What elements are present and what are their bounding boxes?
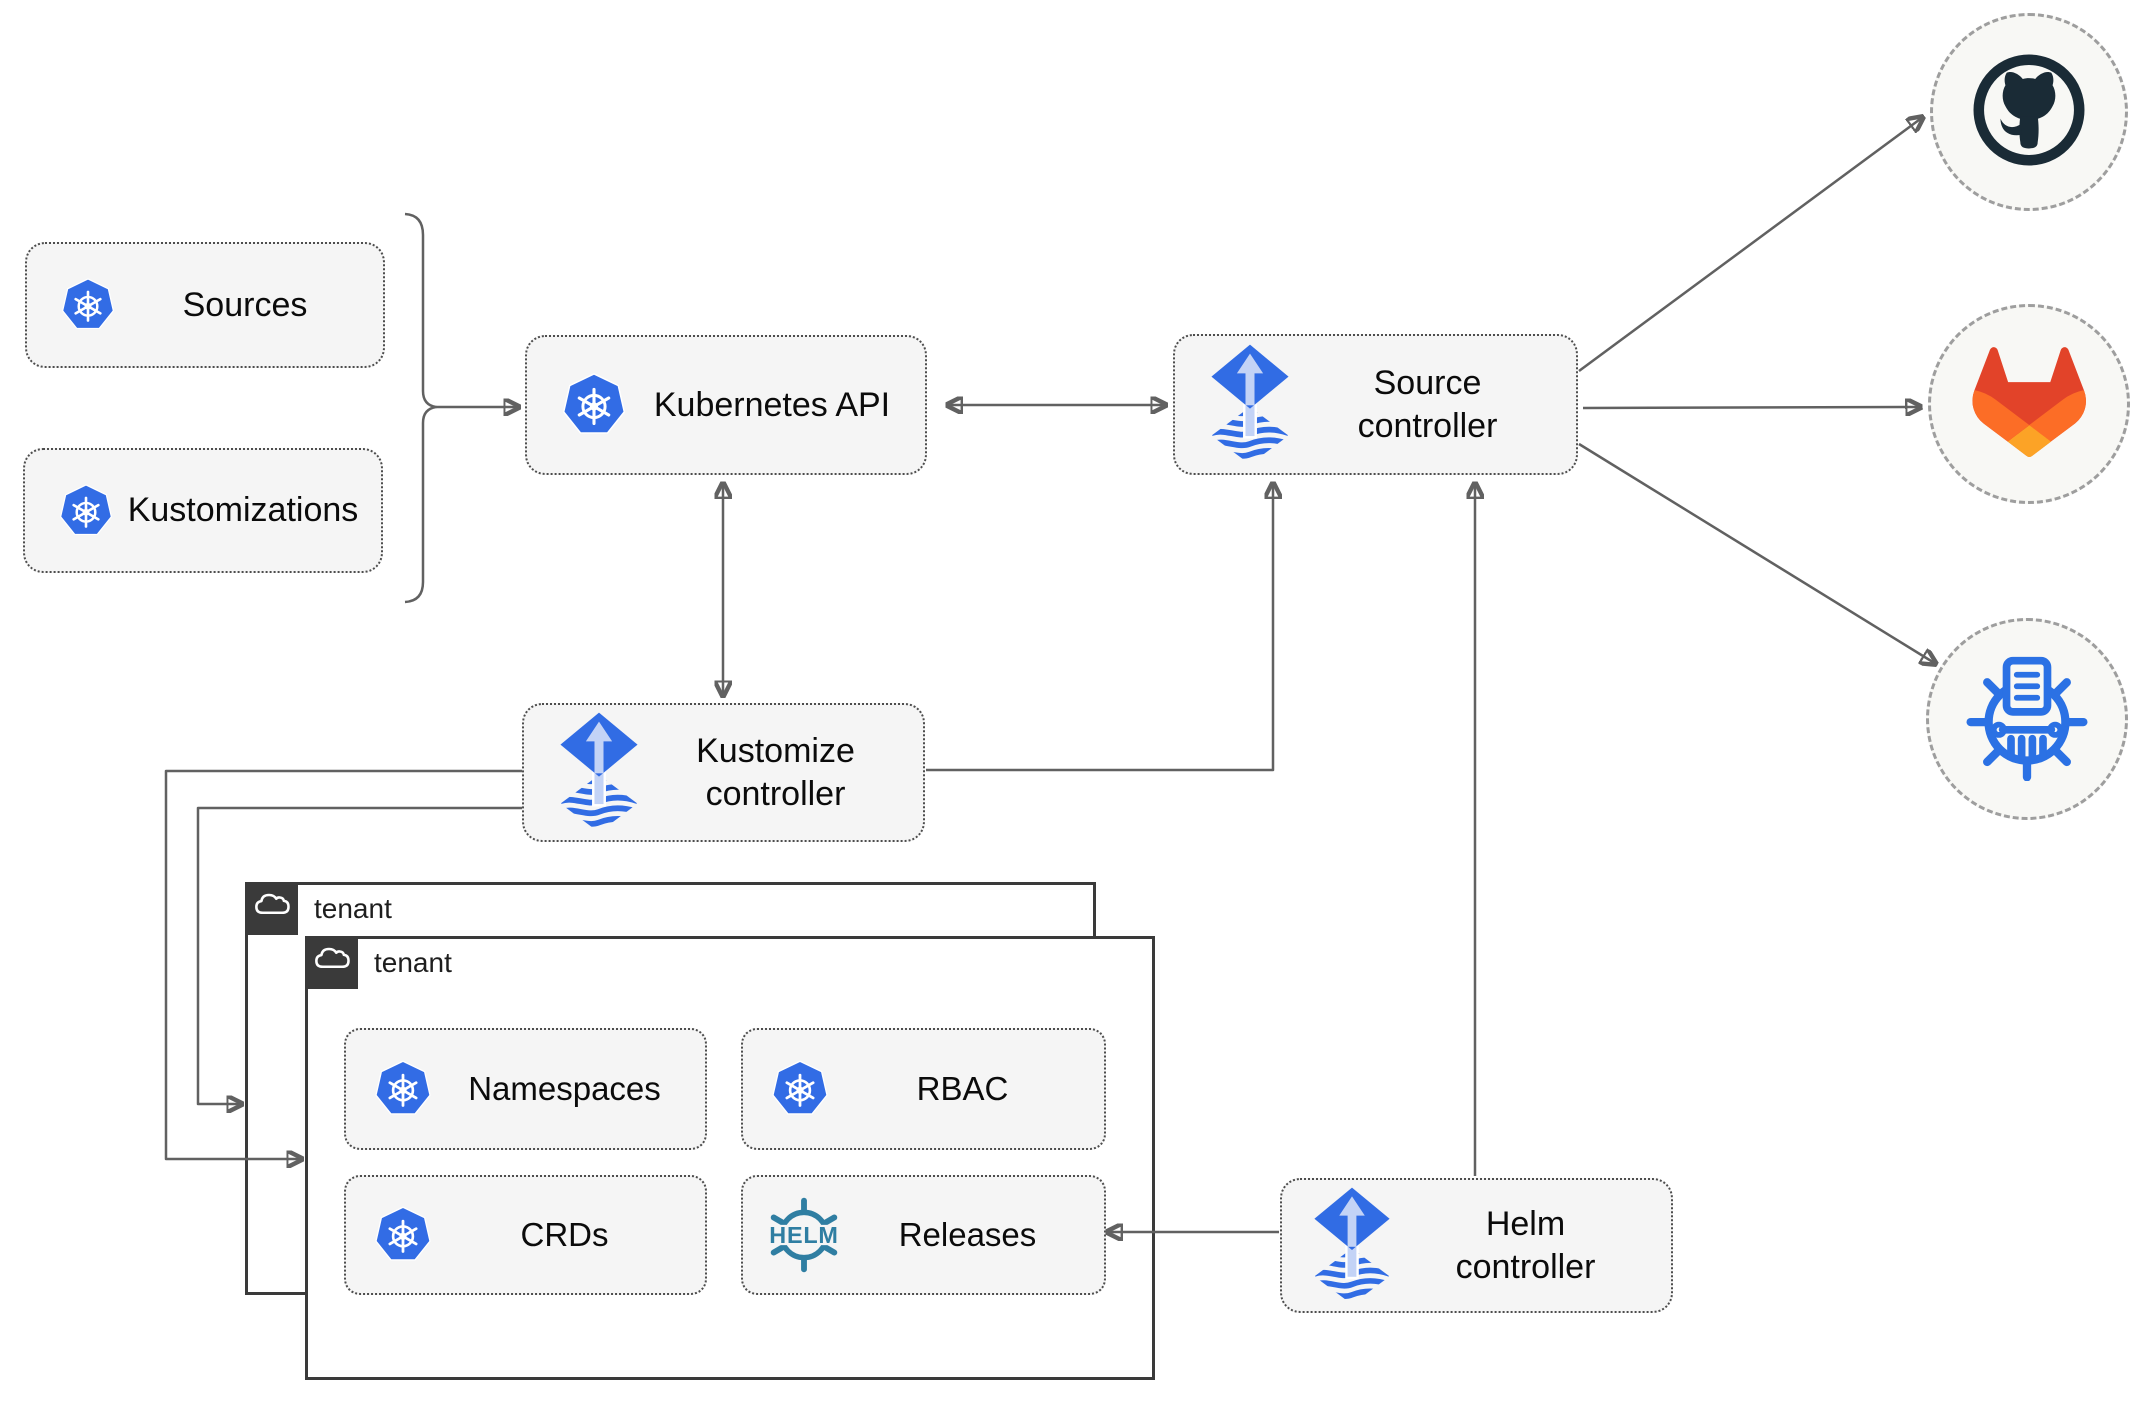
node-kustomizations-label: Kustomizations: [127, 491, 359, 530]
node-kustomize-controller: Kustomize controller: [522, 703, 925, 842]
node-crds-label: CRDs: [520, 1216, 609, 1254]
provider-gitlab: [1928, 304, 2130, 504]
kubernetes-icon: [55, 480, 117, 542]
node-releases-label: Releases: [898, 1216, 1037, 1254]
node-namespaces: Namespaces: [344, 1028, 707, 1150]
bracket-sources-group: [404, 212, 438, 604]
node-sources-label: Sources: [182, 285, 308, 324]
gitlab-icon: [1971, 344, 2087, 465]
flux-icon: [1312, 1186, 1392, 1306]
edge-source-to-github: [1578, 117, 1923, 373]
chartmuseum-icon: [1963, 653, 2091, 786]
node-kustomizations: Kustomizations: [23, 448, 383, 573]
node-helm-controller-label: Helm controller: [1455, 1205, 1596, 1286]
github-icon: [1967, 48, 2091, 177]
node-source-controller-label: Source controller: [1357, 364, 1498, 445]
node-crds: CRDs: [344, 1175, 707, 1295]
kubernetes-icon: [767, 1056, 833, 1122]
node-kustomize-controller-label: Kustomize controller: [696, 732, 855, 813]
tenant-outer-tab: [245, 882, 298, 935]
flux-icon: [1209, 343, 1291, 466]
tenant-inner-label: tenant: [374, 947, 452, 978]
edge-kustomize-to-source: [926, 483, 1273, 772]
kubernetes-icon: [370, 1056, 436, 1122]
helm-wordmark: HELM: [769, 1222, 838, 1248]
node-kubernetes-api-label: Kubernetes API: [653, 385, 891, 424]
node-namespaces-label: Namespaces: [468, 1070, 661, 1108]
tenant-inner-container: tenant Namespaces RBAC CRDs: [305, 936, 1155, 1380]
node-releases: HELM Releases: [741, 1175, 1106, 1295]
node-helm-controller: Helm controller: [1280, 1178, 1673, 1313]
kubernetes-icon: [370, 1202, 436, 1268]
node-sources: Sources: [25, 242, 385, 368]
cloud-icon: [250, 884, 294, 933]
kubernetes-icon: [57, 274, 119, 336]
node-rbac: RBAC: [741, 1028, 1106, 1150]
kubernetes-icon: [557, 368, 631, 442]
cloud-icon: [310, 938, 354, 987]
tenant-inner-tab: [305, 936, 358, 989]
provider-github: [1930, 13, 2128, 211]
provider-chartmuseum: [1926, 618, 2128, 820]
node-kubernetes-api: Kubernetes API: [525, 335, 927, 475]
edge-source-to-gitlab: [1582, 407, 1921, 408]
node-rbac-label: RBAC: [916, 1070, 1009, 1108]
node-source-controller: Source controller: [1173, 334, 1578, 475]
edge-source-to-chartmuseum: [1578, 442, 1936, 664]
flux-icon: [558, 711, 640, 834]
tenant-outer-label: tenant: [314, 893, 392, 924]
helm-icon: HELM: [765, 1196, 843, 1274]
